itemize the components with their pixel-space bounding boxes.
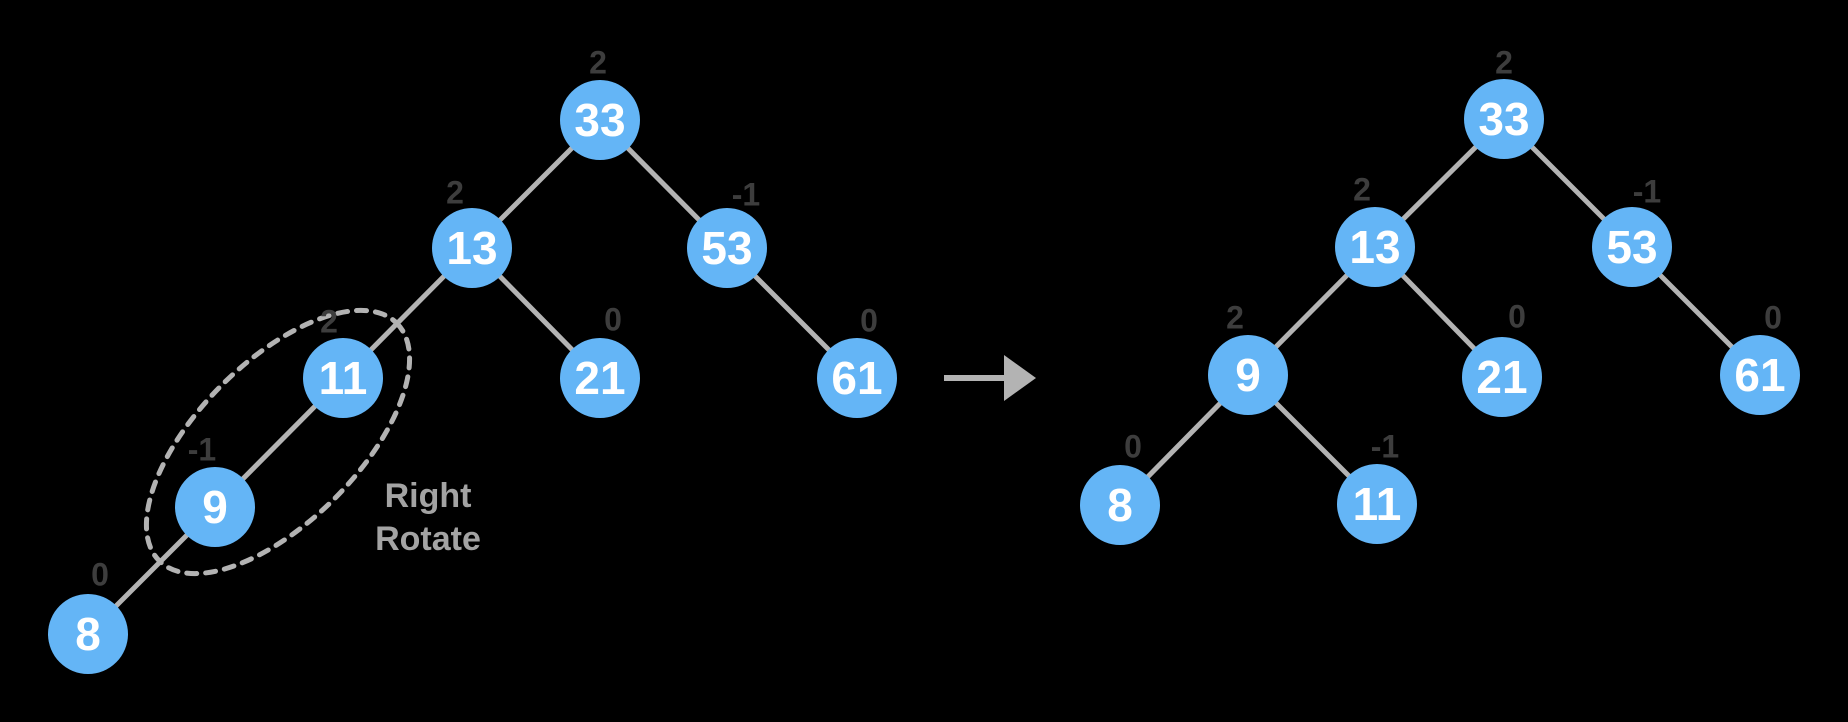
node-value: 21: [1476, 351, 1528, 403]
balance-factor: 2: [589, 44, 607, 81]
balance-factor: 0: [604, 301, 622, 338]
left-tree-node-11: 2 11: [303, 304, 383, 418]
balance-factor: 0: [1764, 299, 1782, 336]
node-value: 11: [1352, 478, 1402, 530]
left-tree-node-53: -1 53: [687, 177, 767, 288]
right-tree-node-9: 2 9: [1208, 300, 1288, 415]
right-tree-node-53: -1 53: [1592, 174, 1672, 287]
node-value: 13: [1349, 221, 1401, 273]
balance-factor: 0: [91, 556, 109, 593]
node-value: 33: [574, 94, 626, 146]
node-value: 8: [1107, 479, 1133, 531]
right-tree-node-33: 2 33: [1464, 45, 1544, 159]
node-value: 61: [1734, 349, 1786, 401]
balance-factor: 0: [1124, 428, 1142, 465]
node-value: 8: [75, 608, 101, 660]
balance-factor: 0: [860, 302, 878, 339]
node-value: 53: [1606, 221, 1658, 273]
arrow-head: [1004, 355, 1036, 401]
balance-factor: 2: [446, 174, 464, 211]
node-value: 61: [831, 352, 883, 404]
rotation-highlight-ellipse: [143, 307, 413, 577]
left-tree-node-33: 2 33: [560, 45, 640, 160]
node-value: 33: [1478, 93, 1530, 145]
right-rotate-label: Right Rotate: [375, 475, 481, 561]
right-tree-edges: [1118, 117, 1762, 507]
right-tree-node-61: 0 61: [1720, 300, 1800, 415]
balance-factor: 0: [1508, 298, 1526, 335]
node-value: 11: [318, 352, 368, 404]
left-tree-node-21: 0 21: [560, 302, 640, 418]
left-tree-node-8: 0 8: [48, 557, 128, 674]
right-tree-node-8: 0 8: [1080, 429, 1160, 545]
node-value: 9: [1235, 349, 1261, 401]
left-tree-node-61: 0 61: [817, 303, 897, 418]
right-tree-node-21: 0 21: [1462, 299, 1542, 417]
left-tree-node-9: -1 9: [175, 432, 255, 547]
balance-factor: -1: [731, 176, 761, 213]
node-value: 21: [574, 352, 626, 404]
right-rotate-label-line1: Right: [384, 477, 472, 515]
balance-factor: 2: [320, 303, 338, 340]
left-tree-node-13: 2 13: [432, 175, 512, 288]
node-value: 13: [446, 222, 498, 274]
node-value: 9: [202, 481, 228, 533]
transition-arrow: [944, 355, 1036, 401]
balance-factor: 2: [1495, 44, 1513, 81]
right-tree-node-13: 2 13: [1335, 172, 1415, 287]
balance-factor: -1: [187, 431, 217, 468]
balance-factor: 2: [1353, 171, 1371, 208]
balance-factor: -1: [1370, 428, 1400, 465]
right-tree-node-11: -1 11: [1337, 429, 1417, 544]
balance-factor: 2: [1226, 299, 1244, 336]
node-value: 53: [701, 222, 753, 274]
balance-factor: -1: [1632, 173, 1662, 210]
right-rotate-label-line2: Rotate: [375, 520, 481, 558]
